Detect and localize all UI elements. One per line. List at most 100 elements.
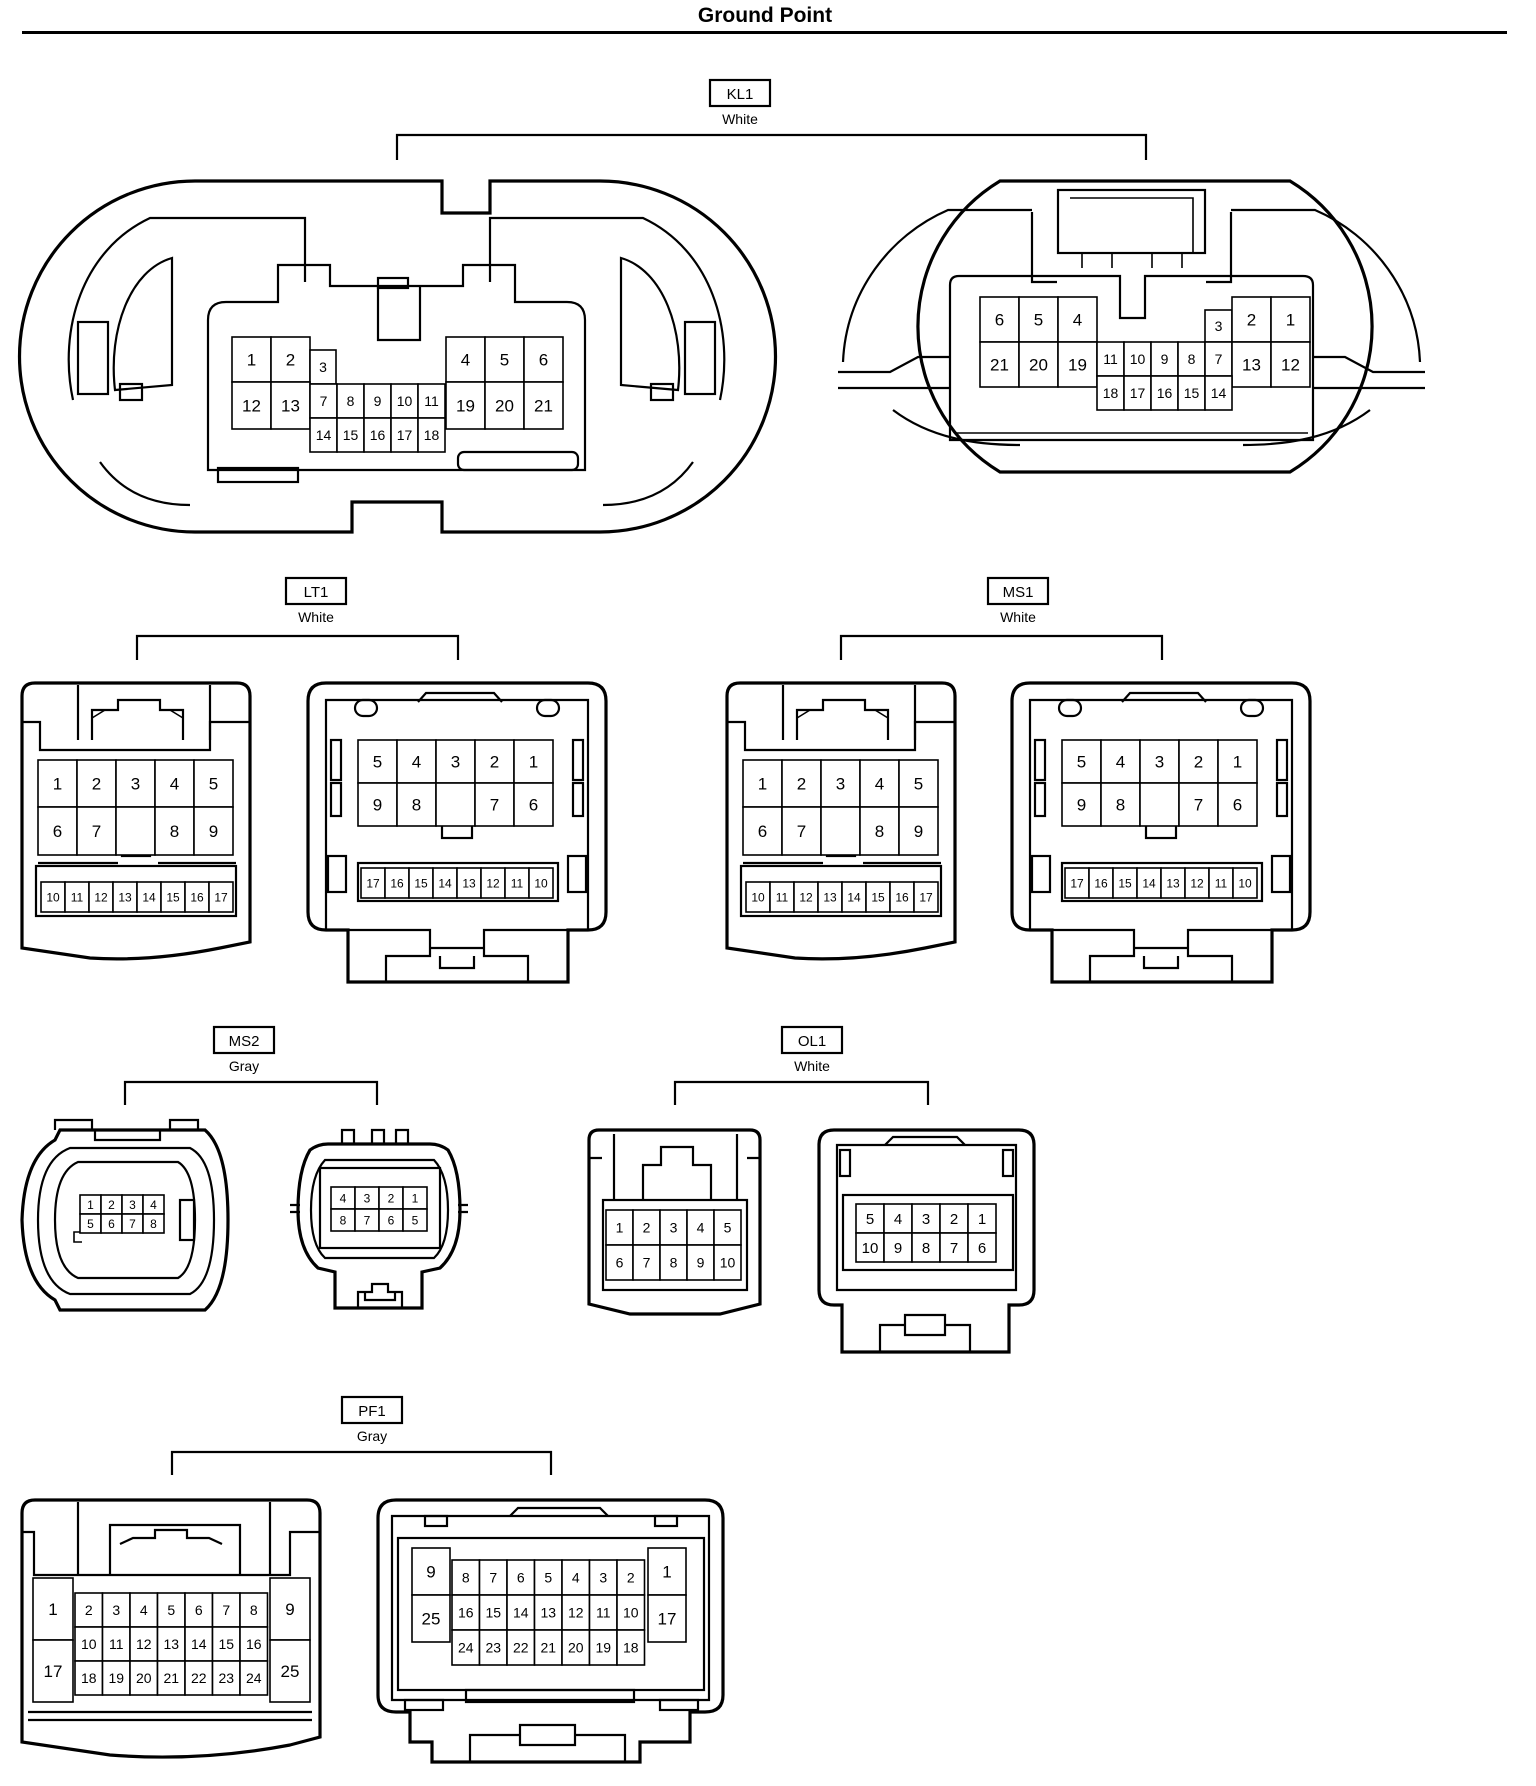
pin-cavity bbox=[1150, 341, 1179, 377]
pin-cavity bbox=[1061, 739, 1102, 784]
pin-number: 11 bbox=[71, 890, 84, 904]
housing bbox=[20, 1128, 230, 1312]
connector-color: White bbox=[794, 1058, 830, 1074]
pin-cavity bbox=[432, 867, 458, 899]
pin-cavity bbox=[513, 739, 554, 784]
pin-number: 11 bbox=[1215, 876, 1228, 890]
pin-cavity bbox=[793, 881, 819, 913]
side-pegs bbox=[290, 1203, 468, 1214]
pin-cavity bbox=[1088, 867, 1114, 899]
side-rib bbox=[1001, 1148, 1015, 1178]
cavity-row: 117 bbox=[647, 1547, 687, 1643]
pin-number: 5 bbox=[87, 1217, 94, 1231]
pin-number: 17 bbox=[1130, 385, 1146, 401]
connector-code-box bbox=[212, 1025, 276, 1055]
pin-number: 3 bbox=[922, 1211, 930, 1228]
pin-cavity bbox=[1139, 782, 1180, 827]
bracket bbox=[123, 1080, 379, 1105]
pin-number: 8 bbox=[670, 1255, 678, 1271]
pin-number: 12 bbox=[799, 890, 813, 904]
side-rib bbox=[326, 854, 348, 894]
pin-number: 1 bbox=[529, 753, 538, 772]
pin-cavity bbox=[939, 1232, 969, 1263]
pin-cavity bbox=[1217, 782, 1258, 827]
housing-inner bbox=[22, 1530, 320, 1577]
pin-number: 20 bbox=[1029, 356, 1048, 375]
bracket bbox=[839, 634, 1164, 660]
pin-cavity bbox=[659, 1244, 688, 1281]
pin-cavity bbox=[435, 739, 476, 784]
latch-key bbox=[108, 1523, 242, 1575]
pin-number: 4 bbox=[412, 753, 421, 772]
pin-number: 14 bbox=[1142, 876, 1156, 890]
pin-cavity bbox=[1270, 296, 1311, 343]
pin-number: 5 bbox=[1034, 311, 1043, 330]
pin-number: 3 bbox=[131, 775, 140, 794]
pin-cavity bbox=[1112, 867, 1138, 899]
pin-number: 14 bbox=[1211, 385, 1227, 401]
pin-cavity bbox=[363, 383, 392, 419]
connector-code: MS2 bbox=[229, 1033, 260, 1050]
connector-code-box bbox=[708, 78, 772, 108]
pin-number: 2 bbox=[85, 1602, 93, 1618]
pin-cavity bbox=[184, 1592, 214, 1628]
pin-cavity bbox=[1177, 341, 1206, 377]
pin-number: 10 bbox=[46, 890, 60, 904]
pin-number: 5 bbox=[373, 753, 382, 772]
pin-cavity bbox=[647, 1594, 687, 1643]
pin-number: 13 bbox=[163, 1636, 179, 1652]
pin-cavity bbox=[112, 881, 138, 913]
pin-cavity bbox=[154, 806, 195, 856]
connector-code-box bbox=[780, 1025, 844, 1055]
latch-arm bbox=[99, 461, 191, 507]
pin-cavity bbox=[101, 1660, 131, 1696]
latch-arm bbox=[1242, 409, 1371, 447]
latch-key-detail bbox=[119, 1528, 223, 1545]
pin-number: 11 bbox=[1103, 351, 1118, 367]
pin-number: 16 bbox=[370, 427, 386, 443]
side-rib bbox=[566, 854, 588, 894]
pin-cavity bbox=[435, 782, 476, 827]
pin-cavity bbox=[74, 1660, 104, 1696]
pin-number: 8 bbox=[1188, 351, 1196, 367]
lock-rail bbox=[1030, 212, 1233, 284]
latch-foot bbox=[649, 382, 675, 402]
pin-cavity bbox=[37, 806, 78, 856]
pin-number: 8 bbox=[250, 1602, 258, 1618]
pin-number: 1 bbox=[247, 351, 256, 370]
latch-shoulder bbox=[112, 256, 174, 392]
pin-frame bbox=[601, 1198, 749, 1292]
latch-tab bbox=[76, 320, 110, 396]
pin-cavity bbox=[713, 1209, 742, 1246]
pin-cavity bbox=[1018, 341, 1059, 388]
pin-number: 8 bbox=[170, 822, 179, 841]
housing-inner bbox=[36, 1146, 216, 1296]
pin-cavity bbox=[1100, 782, 1141, 827]
lock-tab-inner bbox=[1070, 197, 1194, 253]
pin-number: 12 bbox=[242, 397, 261, 416]
pin-cavity bbox=[417, 383, 446, 419]
pin-number: 13 bbox=[1242, 356, 1261, 375]
pin-number: 4 bbox=[1116, 753, 1125, 772]
guide-hole bbox=[535, 698, 561, 718]
lock-bar bbox=[216, 466, 300, 484]
pin-number: 4 bbox=[697, 1220, 705, 1236]
connector-code-box bbox=[340, 1395, 404, 1425]
pin-number: 7 bbox=[1215, 351, 1223, 367]
pin-number: 6 bbox=[195, 1602, 203, 1618]
pin-number: 14 bbox=[513, 1605, 529, 1621]
pin-number: 13 bbox=[462, 876, 476, 890]
pin-cavity bbox=[533, 1629, 563, 1666]
housing bbox=[20, 1498, 322, 1759]
